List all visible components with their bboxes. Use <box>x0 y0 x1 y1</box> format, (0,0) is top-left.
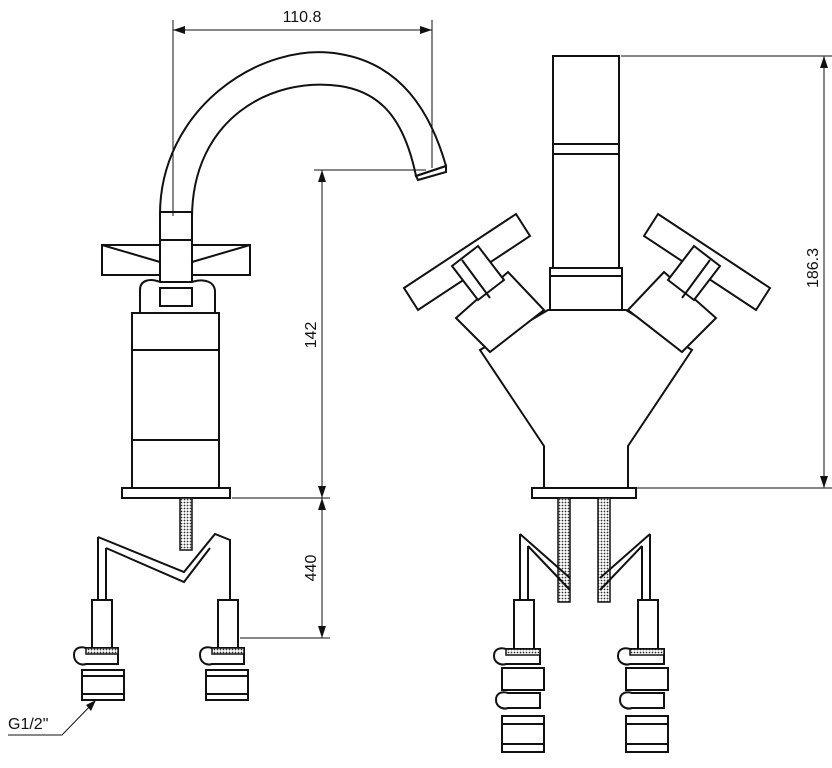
hose-connector-left <box>72 599 125 701</box>
spout <box>158 51 448 219</box>
cross-handle-left <box>402 212 532 312</box>
dimension-spout-reach: 110.8 <box>172 9 433 216</box>
hose-connector-right <box>198 599 249 701</box>
dimension-label-total-height: 186.3 <box>805 248 822 288</box>
dimension-spout-height: 142 <box>232 169 426 499</box>
spout-column <box>552 55 620 271</box>
threaded-rod <box>179 497 193 551</box>
spout-collar <box>159 211 193 241</box>
threaded-rod-left <box>557 497 571 603</box>
hose-connector-front-left <box>492 599 545 753</box>
flexible-hoses <box>97 532 231 600</box>
dimension-hose-length: 440 <box>240 498 330 639</box>
side-view: 110.8 142 440 G1/2" <box>8 9 448 736</box>
hose-connector-front-right <box>616 599 669 753</box>
dimension-label-spout-reach: 110.8 <box>283 9 322 26</box>
base-plate-front <box>531 487 637 499</box>
y-body <box>478 309 694 489</box>
base-plate <box>121 487 231 499</box>
thread-label: G1/2" <box>8 716 48 733</box>
front-view: 186.3 <box>402 55 832 753</box>
flexible-hoses-front <box>519 533 651 600</box>
thread-callout: G1/2" <box>8 699 97 736</box>
cross-handle-right <box>642 212 772 312</box>
mixer-body <box>131 312 220 489</box>
dimension-label-spout-height: 142 <box>303 322 320 349</box>
valve-right <box>626 270 718 354</box>
dimension-label-hose-length: 440 <box>303 555 320 582</box>
dimension-total-height: 186.3 <box>621 55 832 489</box>
